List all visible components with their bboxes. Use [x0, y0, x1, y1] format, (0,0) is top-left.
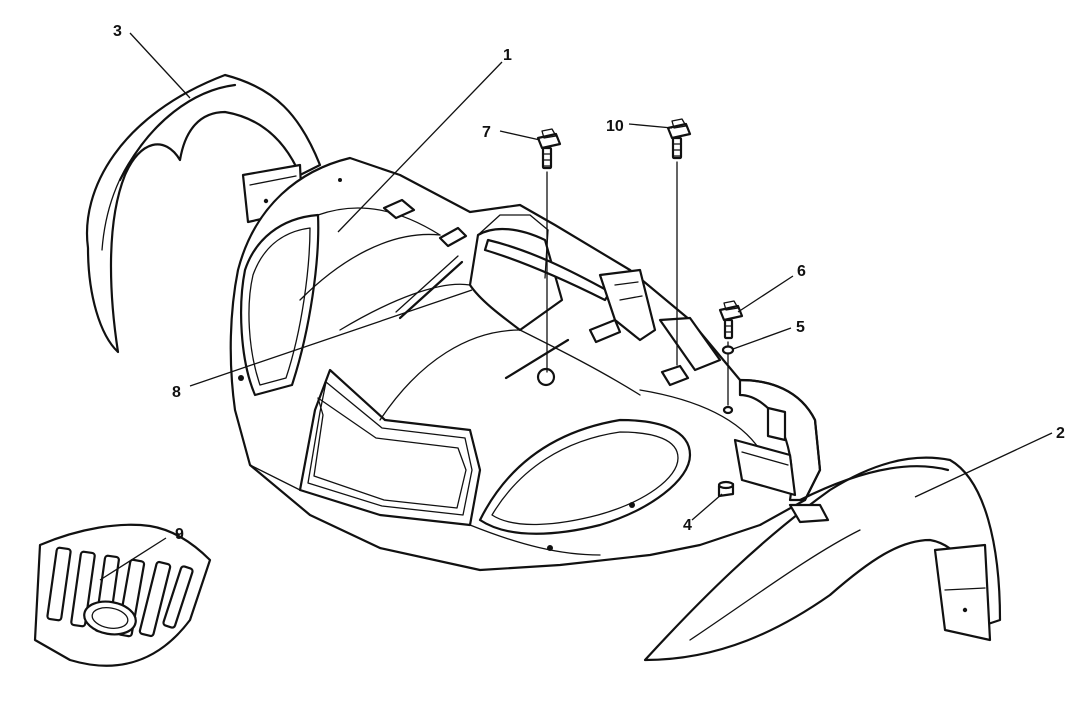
- mount-hole: [722, 405, 734, 415]
- part-2-right-fender: [643, 456, 1002, 662]
- part-4-grommet: [717, 480, 735, 498]
- callout-2: 2: [1056, 425, 1065, 442]
- leader-5: [732, 327, 792, 350]
- part-9-grille: [33, 523, 212, 667]
- callout-9: 9: [175, 526, 184, 543]
- leader-8: [189, 289, 473, 387]
- callout-10: 10: [606, 118, 624, 135]
- leader-4: [691, 493, 723, 521]
- callout-labels: 3 1 7 10 6 5 2 8 4 9: [113, 23, 1065, 543]
- callout-4: 4: [683, 517, 692, 534]
- leader-2: [914, 432, 1053, 498]
- part-7-bolt: [536, 128, 562, 373]
- leader-1: [337, 61, 503, 233]
- callout-1: 1: [503, 47, 512, 64]
- leader-9: [99, 537, 167, 581]
- callout-6: 6: [797, 263, 806, 280]
- callout-8: 8: [172, 384, 181, 401]
- part-1-front-body: [229, 156, 822, 572]
- callout-3: 3: [113, 23, 122, 40]
- leader-10: [628, 123, 673, 129]
- leader-3: [129, 32, 191, 99]
- leader-7: [499, 130, 541, 141]
- leader-lines: [99, 32, 1053, 581]
- leader-6: [737, 275, 794, 313]
- part-10-bolt: [666, 118, 692, 366]
- callout-5: 5: [796, 319, 805, 336]
- callout-7: 7: [482, 124, 491, 141]
- part-5-washer: [721, 345, 735, 355]
